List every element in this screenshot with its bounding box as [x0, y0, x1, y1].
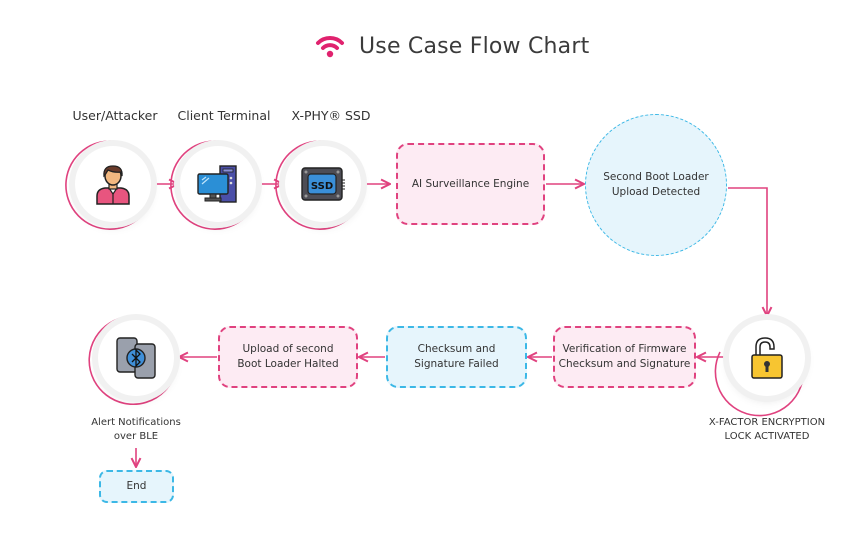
padlock-open-icon	[751, 337, 783, 379]
box-upload-halted[interactable]: Upload of second Boot Loader Halted	[218, 326, 358, 388]
halted-line-1: Upload of second	[242, 343, 334, 355]
user-icon	[96, 165, 130, 205]
bluetooth-phones-icon	[116, 337, 156, 379]
node-user-attacker[interactable]	[75, 146, 151, 222]
alert-caption-line-2: over BLE	[113, 431, 159, 442]
node-xphy-ssd[interactable]: SSD	[285, 146, 361, 222]
wifi-icon	[316, 36, 344, 58]
node-boot-loader-detected[interactable]: Second Boot Loader Upload Detected	[585, 114, 727, 256]
halted-line-2: Boot Loader Halted	[237, 358, 339, 370]
detected-line-2: Upload Detected	[611, 186, 701, 198]
box-checksum-failed[interactable]: Checksum and Signature Failed	[386, 326, 527, 388]
node-encryption-lock[interactable]	[729, 320, 805, 396]
box-end[interactable]: End	[99, 470, 174, 503]
verification-line-1: Verification of Firmware	[562, 343, 687, 355]
arrow-detected-lock	[728, 187, 767, 316]
computer-icon	[197, 165, 237, 203]
box-verification[interactable]: Verification of Firmware Checksum and Si…	[553, 326, 696, 388]
detected-line-1: Second Boot Loader	[603, 171, 709, 183]
failed-line-2: Signature Failed	[414, 358, 499, 370]
alert-caption-line-1: Alert Notifications	[91, 417, 181, 428]
label-xphy-ssd: X-PHY® SSD	[291, 108, 371, 123]
lock-caption: X-FACTOR ENCRYPTION LOCK ACTIVATED	[700, 416, 834, 444]
failed-line-1: Checksum and	[417, 343, 496, 355]
box-ai-surveillance-engine[interactable]: AI Surveillance Engine	[396, 143, 545, 225]
ai-engine-label: AI Surveillance Engine	[411, 177, 530, 190]
svg-text:SSD: SSD	[311, 181, 333, 192]
node-alert-ble[interactable]	[98, 320, 174, 396]
page-title: Use Case Flow Chart	[315, 30, 589, 62]
end-label: End	[126, 480, 147, 492]
label-client-terminal: Client Terminal	[177, 108, 271, 123]
alert-caption: Alert Notifications over BLE	[78, 416, 194, 444]
title-text: Use Case Flow Chart	[359, 33, 590, 59]
lock-caption-line-1: X-FACTOR ENCRYPTION	[708, 417, 826, 428]
node-client-terminal[interactable]	[180, 146, 256, 222]
label-user-attacker: User/Attacker	[72, 108, 158, 123]
verification-line-2: Checksum and Signature	[558, 358, 691, 370]
ssd-icon: SSD	[301, 167, 345, 201]
lock-caption-line-2: LOCK ACTIVATED	[724, 431, 810, 442]
